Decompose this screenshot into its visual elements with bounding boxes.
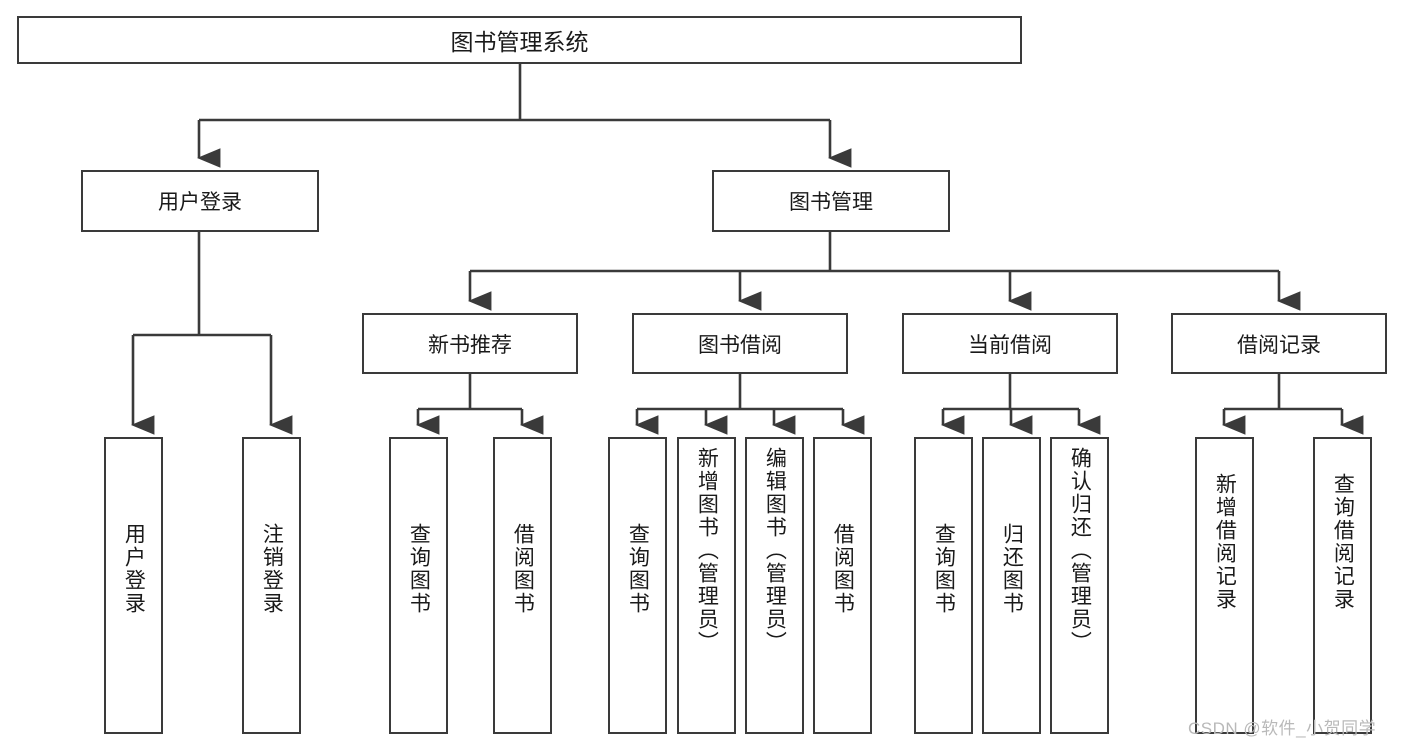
node-new-book-recommend[interactable]: 新书推荐: [362, 313, 578, 374]
node-leaf-borrow-book-2[interactable]: 借阅图书: [813, 437, 872, 734]
node-current-borrow[interactable]: 当前借阅: [902, 313, 1118, 374]
node-leaf-borrow-book-1[interactable]: 借阅图书: [493, 437, 552, 734]
node-user-login-label: 用户登录: [158, 191, 242, 214]
node-leaf-borrow-book-1-label: 借阅图书: [511, 523, 535, 615]
node-leaf-user-login[interactable]: 用户登录: [104, 437, 163, 734]
node-leaf-query-book-2-label: 查询图书: [626, 523, 650, 615]
node-leaf-edit-book[interactable]: 编辑图书（管理员）: [745, 437, 804, 734]
node-borrow-record-label: 借阅记录: [1237, 333, 1321, 357]
node-leaf-query-book-2[interactable]: 查询图书: [608, 437, 667, 734]
node-user-login[interactable]: 用户登录: [81, 170, 319, 232]
node-leaf-edit-book-label: 编辑图书（管理员）: [763, 447, 787, 654]
node-leaf-user-logout-label: 注销登录: [260, 523, 284, 615]
node-root-label: 图书管理系统: [450, 29, 589, 55]
node-leaf-return-book[interactable]: 归还图书: [982, 437, 1041, 734]
node-borrow-record[interactable]: 借阅记录: [1171, 313, 1387, 374]
node-leaf-add-book[interactable]: 新增图书（管理员）: [677, 437, 736, 734]
node-leaf-add-book-label: 新增图书（管理员）: [695, 447, 719, 654]
node-book-borrow-label: 图书借阅: [698, 333, 782, 357]
node-leaf-query-book-3[interactable]: 查询图书: [914, 437, 973, 734]
node-book-management[interactable]: 图书管理: [712, 170, 950, 232]
node-leaf-query-book-1-label: 查询图书: [407, 523, 431, 615]
node-leaf-return-book-label: 归还图书: [1000, 523, 1024, 615]
node-leaf-query-record[interactable]: 查询借阅记录: [1313, 437, 1372, 734]
node-leaf-query-book-1[interactable]: 查询图书: [389, 437, 448, 734]
node-leaf-confirm-return-label: 确认归还（管理员）: [1068, 447, 1092, 654]
node-book-management-label: 图书管理: [789, 191, 873, 214]
node-leaf-query-book-3-label: 查询图书: [932, 523, 956, 615]
node-leaf-add-record[interactable]: 新增借阅记录: [1195, 437, 1254, 734]
node-leaf-user-logout[interactable]: 注销登录: [242, 437, 301, 734]
node-leaf-user-login-label: 用户登录: [122, 523, 146, 615]
node-new-book-recommend-label: 新书推荐: [428, 333, 512, 357]
node-leaf-query-record-label: 查询借阅记录: [1331, 473, 1355, 611]
node-leaf-add-record-label: 新增借阅记录: [1213, 473, 1237, 611]
node-leaf-confirm-return[interactable]: 确认归还（管理员）: [1050, 437, 1109, 734]
node-current-borrow-label: 当前借阅: [968, 333, 1052, 357]
node-root[interactable]: 图书管理系统: [17, 16, 1022, 64]
watermark: CSDN @软件_小贺同学: [1188, 719, 1377, 738]
node-leaf-borrow-book-2-label: 借阅图书: [831, 523, 855, 615]
node-book-borrow[interactable]: 图书借阅: [632, 313, 848, 374]
